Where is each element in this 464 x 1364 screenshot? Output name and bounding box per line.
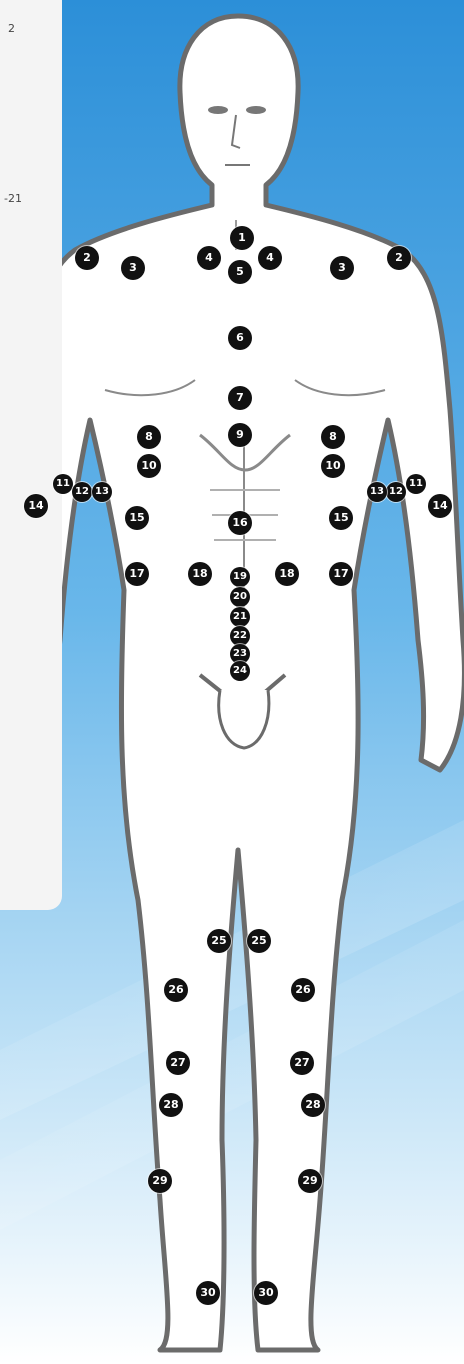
marker: 6 <box>228 326 252 350</box>
marker: 28 <box>159 1093 183 1117</box>
panel-text-mid: -21 <box>4 192 22 205</box>
marker: 17 <box>329 562 353 586</box>
marker: 21 <box>230 607 250 627</box>
marker: 29 <box>298 1169 322 1193</box>
marker: 30 <box>254 1281 278 1305</box>
marker: 13 <box>92 482 112 502</box>
marker: 30 <box>196 1281 220 1305</box>
marker: 1 <box>230 226 254 250</box>
marker: 11 <box>53 474 73 494</box>
marker: 27 <box>290 1051 314 1075</box>
marker: 8 <box>137 425 161 449</box>
marker: 19 <box>230 567 250 587</box>
marker: 16 <box>228 511 252 535</box>
marker: 25 <box>247 929 271 953</box>
marker: 24 <box>230 661 250 681</box>
marker: 12 <box>386 482 406 502</box>
marker: 26 <box>291 978 315 1002</box>
marker: 4 <box>197 246 221 270</box>
marker: 3 <box>121 256 145 280</box>
marker: 5 <box>228 260 252 284</box>
marker: 10 <box>137 454 161 478</box>
marker: 18 <box>275 562 299 586</box>
marker: 17 <box>125 562 149 586</box>
marker: 15 <box>125 506 149 530</box>
marker: 7 <box>228 386 252 410</box>
panel-text-top: 2 <box>8 22 15 35</box>
left-eye <box>208 106 228 114</box>
marker: 22 <box>230 626 250 646</box>
info-panel: 2 -21 <box>0 0 62 910</box>
marker: 15 <box>329 506 353 530</box>
marker: 10 <box>321 454 345 478</box>
marker: 2 <box>387 246 411 270</box>
marker: 12 <box>72 482 92 502</box>
marker: 4 <box>258 246 282 270</box>
marker: 8 <box>321 425 345 449</box>
marker: 29 <box>148 1169 172 1193</box>
marker: 14 <box>428 494 452 518</box>
right-eye <box>246 106 266 114</box>
marker: 9 <box>228 423 252 447</box>
marker: 14 <box>24 494 48 518</box>
marker: 28 <box>301 1093 325 1117</box>
marker: 20 <box>230 587 250 607</box>
marker: 26 <box>164 978 188 1002</box>
marker: 11 <box>406 474 426 494</box>
marker: 27 <box>166 1051 190 1075</box>
marker: 18 <box>188 562 212 586</box>
marker: 25 <box>207 929 231 953</box>
marker: 2 <box>75 246 99 270</box>
marker: 13 <box>367 482 387 502</box>
marker: 3 <box>330 256 354 280</box>
